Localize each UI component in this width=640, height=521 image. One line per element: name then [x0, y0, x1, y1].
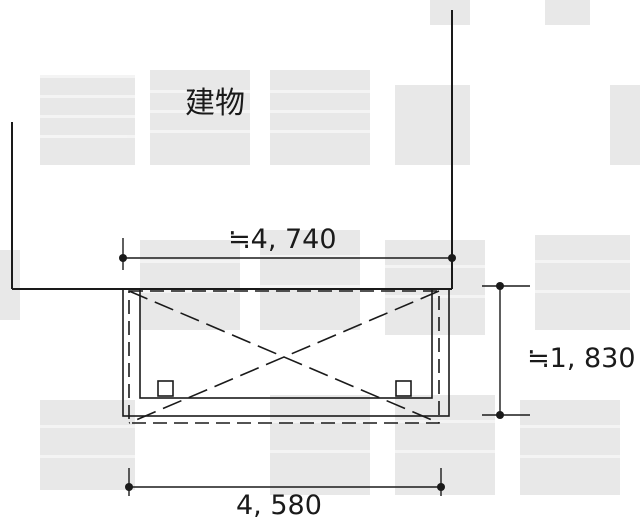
dimension-dot [125, 483, 133, 491]
right-height-label: ≒1, 830 [527, 343, 636, 374]
carport-inner-frame [139, 288, 433, 399]
cross-line-b [128, 290, 440, 424]
post-left [157, 380, 174, 397]
top-dimension-line [119, 238, 456, 270]
dimension-dot [496, 411, 504, 419]
dimension-dot [437, 483, 445, 491]
right-dimension-line [482, 282, 530, 419]
dimension-dot [496, 282, 504, 290]
building-label: 建物 [185, 86, 245, 121]
post-right [395, 380, 412, 397]
watermark-pattern [0, 0, 640, 495]
carport-dashed-outline [128, 290, 440, 424]
carport-structure [122, 288, 450, 424]
bottom-dimension-line [125, 468, 445, 496]
top-width-label: ≒4, 740 [228, 224, 337, 255]
bottom-width-label: 4, 580 [236, 490, 322, 521]
dimension-dot [119, 254, 127, 262]
dimension-dot [448, 254, 456, 262]
